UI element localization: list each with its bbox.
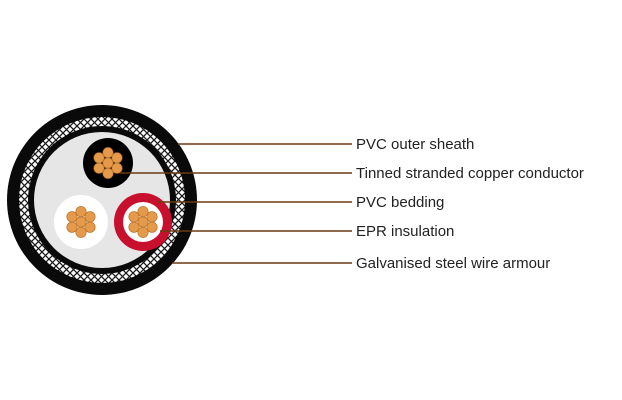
copper-strand (66, 211, 78, 223)
label-bedding: PVC bedding (356, 194, 444, 211)
copper-strand (102, 167, 114, 179)
core-red (114, 193, 172, 251)
callout-labels: PVC outer sheath Tinned stranded copper … (356, 136, 584, 272)
copper-strand (93, 152, 105, 164)
label-conductor: Tinned stranded copper conductor (356, 165, 584, 182)
copper-strand (111, 152, 123, 164)
copper-strand (146, 221, 158, 233)
core-black (83, 138, 133, 188)
copper-strand (128, 221, 140, 233)
copper-strand (93, 162, 105, 174)
label-outer-sheath: PVC outer sheath (356, 136, 474, 153)
copper-strand (111, 162, 123, 174)
copper-strand (84, 221, 96, 233)
copper-strand (102, 157, 114, 169)
copper-strand (102, 147, 114, 159)
copper-strand (137, 216, 149, 228)
label-armour: Galvanised steel wire armour (356, 255, 550, 272)
conductor-strands-red (128, 206, 158, 238)
copper-strand (84, 211, 96, 223)
copper-strand (75, 226, 87, 238)
copper-strand (75, 206, 87, 218)
copper-strand (146, 211, 158, 223)
copper-strand (137, 206, 149, 218)
label-insulation: EPR insulation (356, 223, 454, 240)
copper-strand (66, 221, 78, 233)
copper-strand (137, 226, 149, 238)
core-white (54, 195, 108, 249)
leader-lines (120, 143, 352, 264)
copper-strand (75, 216, 87, 228)
conductor-strands-white (66, 206, 96, 238)
cable-cross-section (7, 105, 197, 295)
copper-strand (128, 211, 140, 223)
conductor-strands-black (93, 147, 123, 179)
